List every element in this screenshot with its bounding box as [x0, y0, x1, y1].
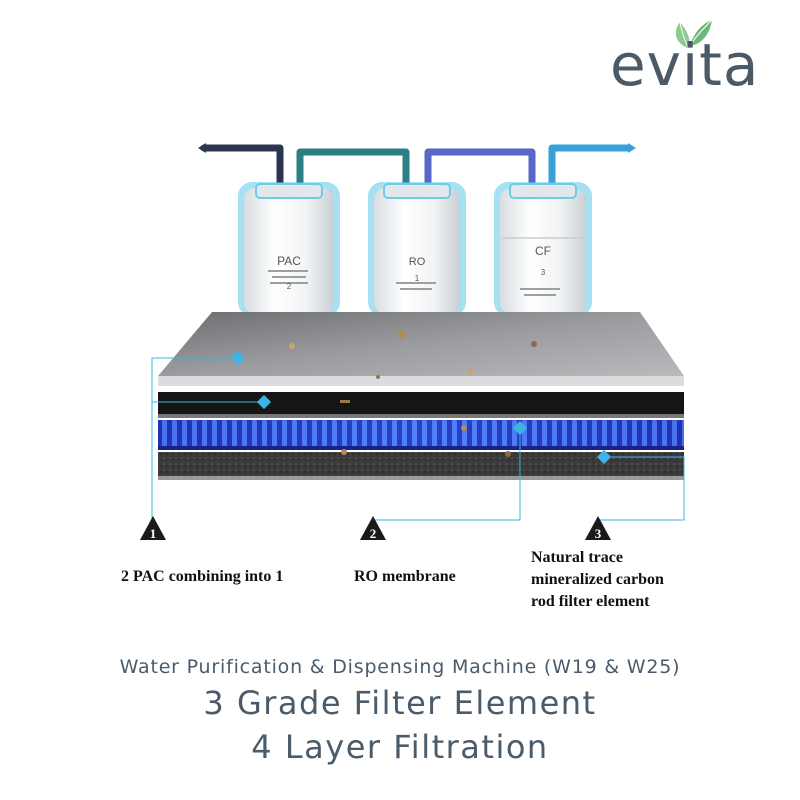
cartridge-fine-print	[268, 270, 560, 296]
caption-line: rod filter element	[531, 593, 650, 610]
filter-number: 1	[414, 274, 420, 283]
layer-marker-1: 1	[140, 516, 166, 541]
filter-number: 3	[540, 268, 546, 277]
caption-line: Natural trace	[531, 549, 623, 566]
caption-carbon-rod: Natural trace mineralized carbon rod fil…	[531, 547, 664, 613]
layer-carbon-black	[158, 392, 684, 418]
leaf-icon	[675, 19, 713, 49]
svg-text:1: 1	[150, 526, 157, 541]
filter-cartridge-cf	[494, 182, 592, 316]
leader-lines	[151, 357, 685, 521]
water-pipes	[200, 144, 632, 194]
filter-code: PAC	[277, 254, 301, 268]
filter-code: CF	[535, 244, 551, 258]
headline-layer-count: 4 Layer Filtration	[251, 728, 549, 766]
filter-label-cf: CF 3	[520, 244, 566, 277]
outlet-arrow-icon	[198, 143, 206, 153]
product-subtitle: Water Purification & Dispensing Machine …	[119, 656, 681, 678]
layer-carbon-rod	[158, 449, 684, 480]
caption-line: mineralized carbon	[531, 571, 664, 588]
filter-number: 2	[286, 282, 292, 291]
filter-cartridge-ro	[368, 182, 466, 316]
filter-label-ro: RO 1	[394, 256, 440, 283]
layer-marker-2: 2	[360, 516, 386, 541]
caption-pac: 2 PAC combining into 1	[121, 568, 284, 585]
svg-text:2: 2	[370, 526, 377, 541]
leader-markers	[230, 350, 612, 465]
layer-ro-membrane	[158, 420, 684, 450]
filter-cartridge-pac	[238, 182, 340, 316]
caption-ro: RO membrane	[354, 568, 456, 585]
svg-text:3: 3	[595, 526, 602, 541]
filter-label-pac: PAC 2	[266, 254, 312, 291]
filter-code: RO	[408, 256, 426, 268]
layer-pac-top	[158, 312, 684, 386]
headline-filter-grade: 3 Grade Filter Element	[203, 684, 597, 722]
brand-name: evita	[610, 31, 760, 99]
inlet-arrow-icon	[628, 143, 636, 153]
layer-marker-3: 3	[585, 516, 611, 541]
